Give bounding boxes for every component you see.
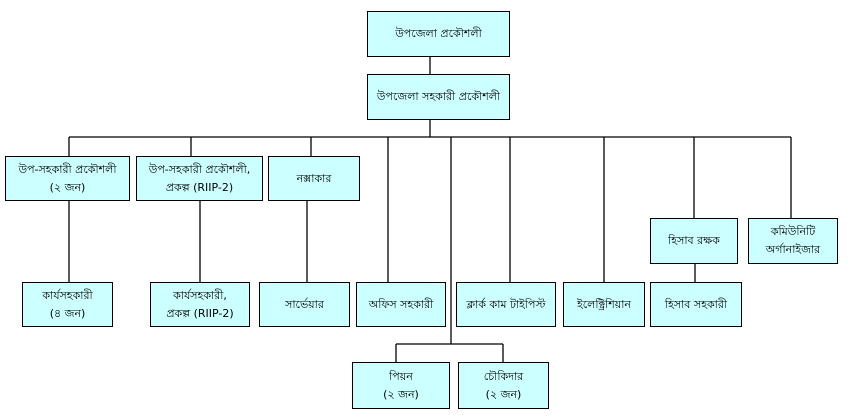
node-title: চৌকিদার xyxy=(483,369,524,383)
node-sub-assistant-engineer-project: উপ-সহকারী প্রকৌশলী, প্রকল্প (RIIP-2) xyxy=(136,156,263,201)
node-subtitle: প্রকল্প (RIIP-2) xyxy=(165,180,234,194)
node-count: (২ জন) xyxy=(383,387,419,401)
node-title: উপ-সহকারী প্রকৌশলী, xyxy=(148,162,251,176)
node-count: (২ জন) xyxy=(49,180,86,194)
node-office-assistant: অফিস সহকারী xyxy=(356,282,446,327)
node-chowkidar: চৌকিদার (২ জন) xyxy=(458,362,549,409)
node-title: উপজেলা সহকারী প্রকৌশলী xyxy=(376,90,501,103)
node-accountant: হিসাব রক্ষক xyxy=(650,218,738,264)
node-title: হিসাব রক্ষক xyxy=(668,234,720,247)
node-accounts-assistant: হিসাব সহকারী xyxy=(650,282,742,327)
node-count: (৪ জন) xyxy=(49,306,86,320)
node-title: উপজেলা প্রকৌশলী xyxy=(395,27,482,40)
node-upazila-engineer: উপজেলা প্রকৌশলী xyxy=(367,11,510,57)
node-upazila-assistant-engineer: উপজেলা সহকারী প্রকৌশলী xyxy=(367,74,510,120)
node-subtitle: প্রকল্প (RIIP-2) xyxy=(166,306,234,320)
node-work-assistant: কার্যসহকারী (৪ জন) xyxy=(22,282,113,327)
node-peon: পিয়ন (২ জন) xyxy=(352,362,450,409)
node-title: কার্যসহকারী, xyxy=(173,288,227,302)
node-clerk-typist: ক্লার্ক কাম টাইপিস্ট xyxy=(456,282,556,327)
node-title: হিসাব সহকারী xyxy=(664,297,728,311)
node-title: উপ-সহকারী প্রকৌশলী xyxy=(18,162,117,176)
node-surveyor: সার্ভেয়ার xyxy=(259,282,350,327)
node-work-assistant-project: কার্যসহকারী, প্রকল্প (RIIP-2) xyxy=(150,282,250,327)
node-electrician: ইলেক্ট্রিশিয়ান xyxy=(563,282,645,327)
node-title: পিয়ন xyxy=(389,369,413,383)
node-sub-assistant-engineer: উপ-সহকারী প্রকৌশলী (২ জন) xyxy=(5,156,130,201)
node-draftsman: নক্সাকার xyxy=(268,156,360,201)
node-community-organizer: কমিউনিটি অর্গানাইজার xyxy=(748,218,838,264)
node-title: কমিউনিটি xyxy=(770,225,816,238)
node-title: ইলেক্ট্রিশিয়ান xyxy=(577,297,631,311)
node-title: কার্যসহকারী xyxy=(42,288,93,302)
node-count: (২ জন) xyxy=(485,387,522,401)
node-title: নক্সাকার xyxy=(296,171,332,185)
node-title: অফিস সহকারী xyxy=(368,297,434,311)
node-subtitle: অর্গানাইজার xyxy=(765,243,821,256)
node-title: সার্ভেয়ার xyxy=(285,297,324,311)
node-title: ক্লার্ক কাম টাইপিস্ট xyxy=(466,297,546,311)
